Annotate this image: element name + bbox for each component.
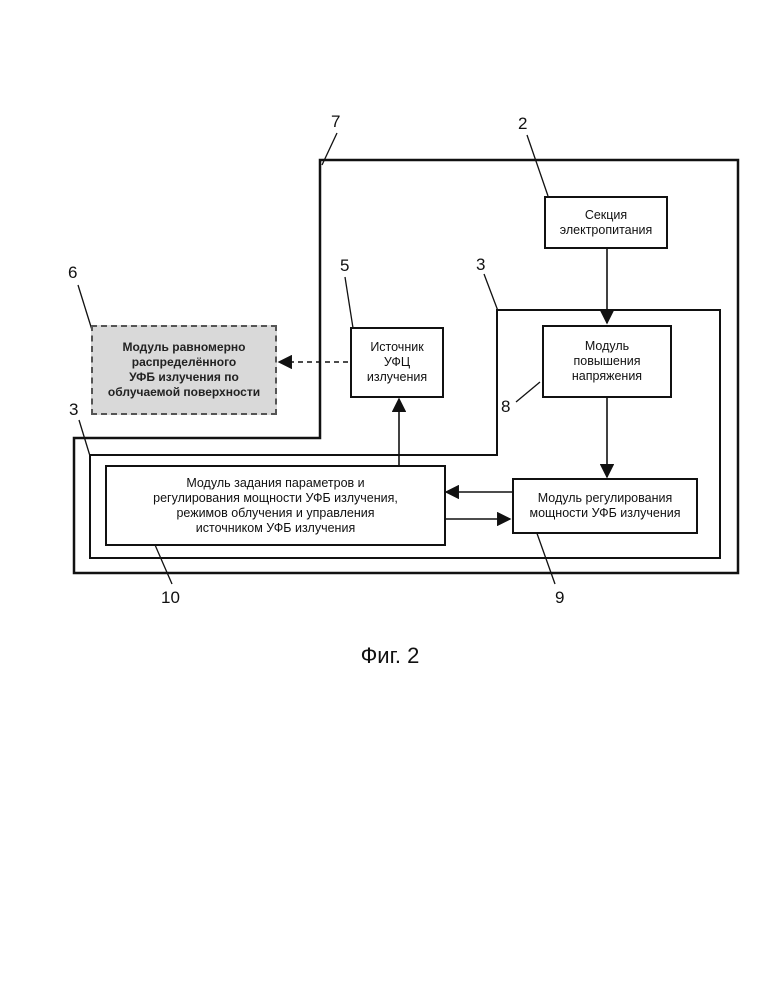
- leader-6: [78, 285, 92, 330]
- uvb-distribution-module-block: Модуль равномерно распределённого УФБ из…: [91, 325, 277, 415]
- power-regulation-module-block: Модуль регулирования мощности УФБ излуче…: [512, 478, 698, 534]
- leader-3-top: [484, 274, 498, 311]
- ref-number-10: 10: [161, 588, 180, 608]
- voltage-boost-module-block: Модуль повышения напряжения: [542, 325, 672, 398]
- ref-number-3-top: 3: [476, 255, 485, 275]
- parameter-control-module-block: Модуль задания параметров и регулировани…: [105, 465, 446, 546]
- ref-number-3-left: 3: [69, 400, 78, 420]
- ref-number-6: 6: [68, 263, 77, 283]
- ref-number-7: 7: [331, 112, 340, 132]
- ref-number-5: 5: [340, 256, 349, 276]
- uvc-source-block: Источник УФЦ излучения: [350, 327, 444, 398]
- figure-caption: Фиг. 2: [0, 643, 780, 669]
- ref-number-9: 9: [555, 588, 564, 608]
- ref-number-2: 2: [518, 114, 527, 134]
- leader-2: [527, 135, 548, 196]
- leader-8: [516, 382, 540, 402]
- power-section-block: Секция электропитания: [544, 196, 668, 249]
- ref-number-8: 8: [501, 397, 510, 417]
- leader-5: [345, 277, 353, 328]
